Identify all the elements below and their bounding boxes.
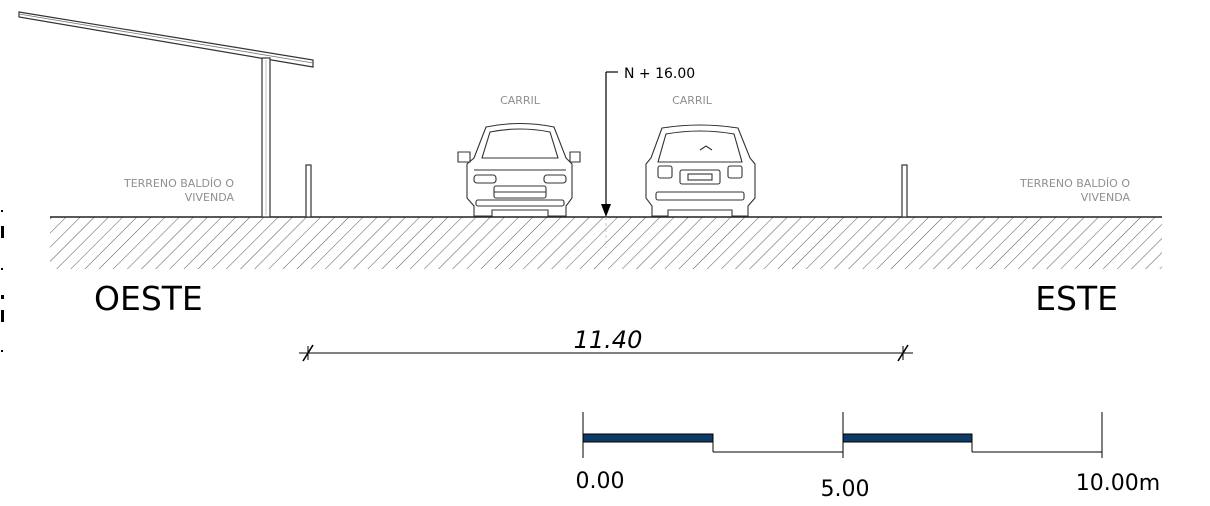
scale-bar	[582, 412, 1103, 458]
east-direction-label: ESTE	[1035, 279, 1118, 318]
station-marker	[601, 71, 618, 248]
scale-tick-label: 5.00	[821, 477, 870, 502]
east-lot-label-line2: VIVENDA	[1081, 191, 1131, 204]
page-edge-marks	[1, 210, 4, 352]
east-property-post	[901, 164, 908, 218]
scale-bar-filled-segment	[582, 433, 714, 443]
east-lot-label-line1: TERRENO BALDÍO O	[1019, 177, 1130, 190]
roof-canopy	[18, 11, 314, 218]
west-direction-label: OESTE	[94, 279, 203, 318]
width-dimension-line	[299, 344, 913, 362]
station-label: N + 16.00	[624, 66, 695, 82]
car-front-view	[457, 122, 581, 217]
west-property-post	[305, 164, 312, 218]
car-rear-view	[645, 124, 756, 217]
west-lot-label-line1: TERRENO BALDÍO O	[123, 177, 234, 190]
scale-tick-label: 0.00	[576, 469, 625, 494]
lane-left-label: CARRIL	[500, 94, 541, 107]
scale-tick-label: 10.00m	[1076, 471, 1160, 496]
scale-bar-filled-segment	[842, 433, 973, 443]
width-dimension-value: 11.40	[574, 326, 643, 354]
west-lot-label-line2: VIVENDA	[185, 191, 235, 204]
lane-right-label: CARRIL	[672, 94, 713, 107]
